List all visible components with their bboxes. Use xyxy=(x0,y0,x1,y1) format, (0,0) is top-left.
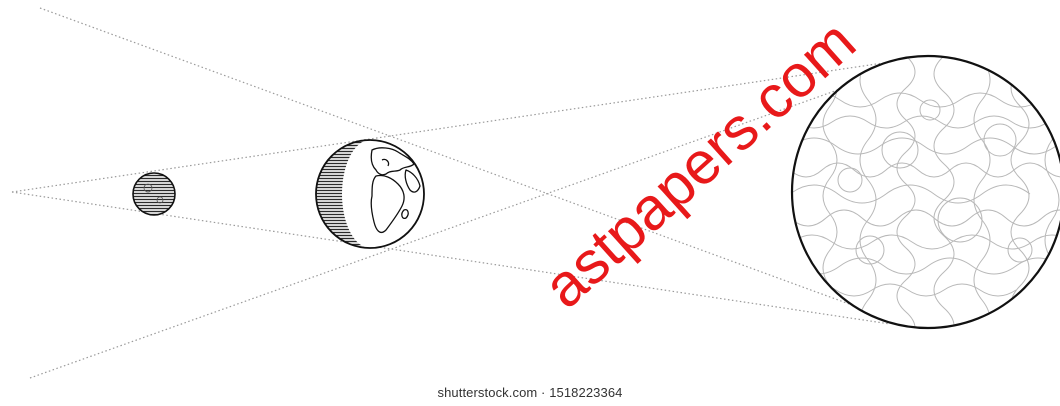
sun xyxy=(790,56,1060,344)
moon xyxy=(133,173,175,215)
umbra-line-top xyxy=(12,62,890,192)
penumbra-line-top xyxy=(40,8,860,308)
image-credit: shutterstock.com · 1518223364 xyxy=(0,385,1060,400)
earth xyxy=(316,140,424,248)
penumbra-line-bottom xyxy=(30,82,860,378)
